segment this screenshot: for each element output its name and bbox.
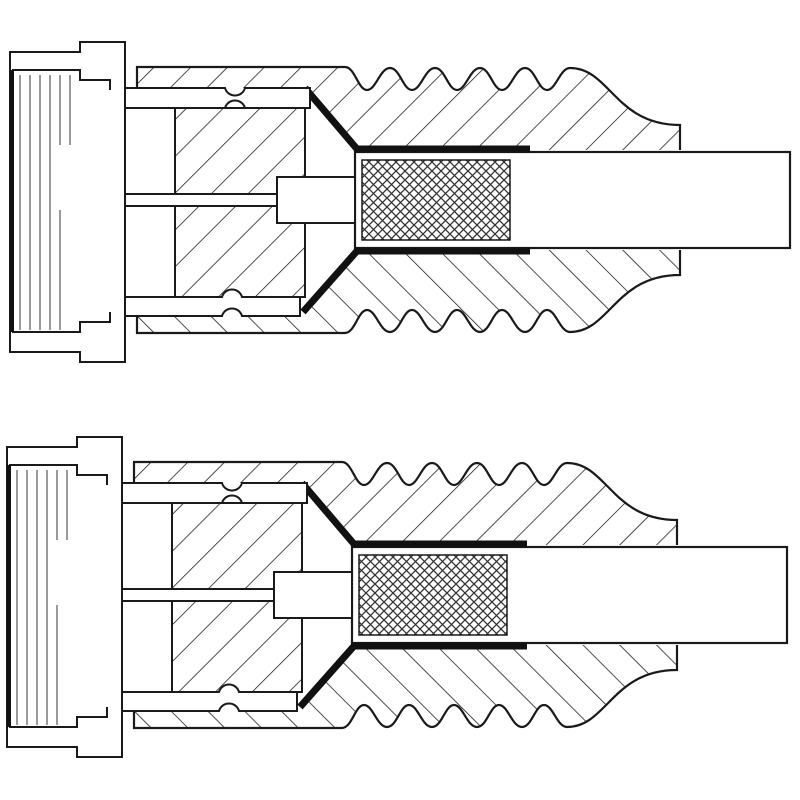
connector-bottom bbox=[7, 437, 787, 757]
connector-top bbox=[10, 42, 790, 362]
